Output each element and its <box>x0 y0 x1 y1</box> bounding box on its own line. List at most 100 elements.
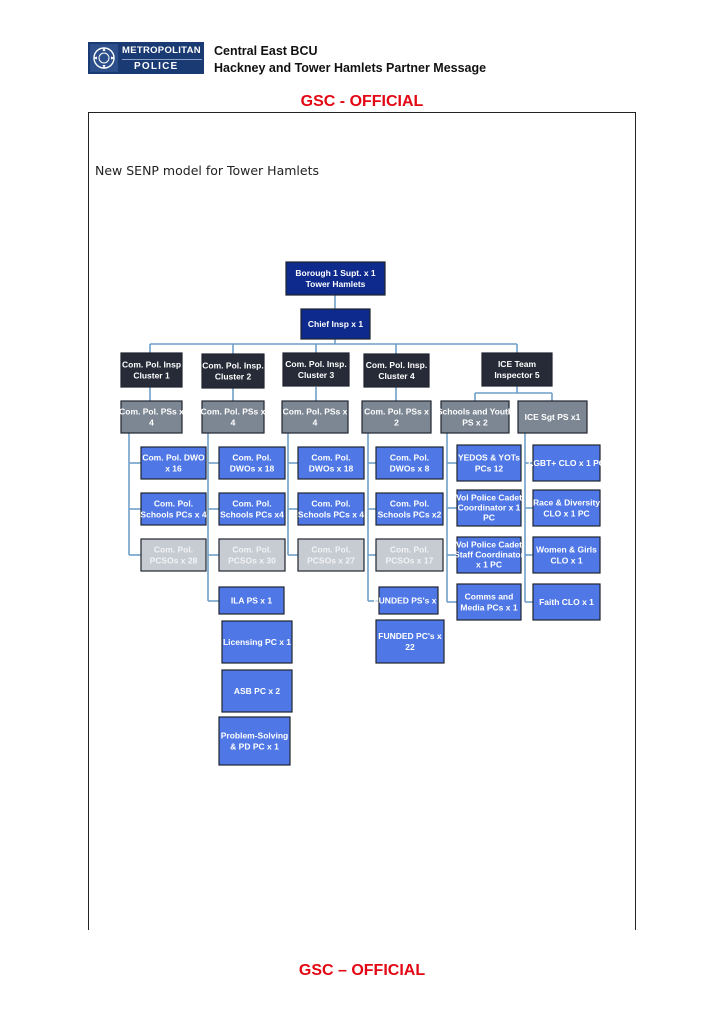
security-marking-top: GSC - OFFICIAL <box>300 93 424 110</box>
org-node-label: Women & Girls <box>536 544 597 554</box>
org-node-label: PS x 2 <box>462 418 488 428</box>
org-node-box <box>140 538 207 572</box>
org-node-label: DWOs x 8 <box>390 464 430 474</box>
org-node-faith: Faith CLO x 1 <box>532 583 601 621</box>
org-node-label: DWOs x 18 <box>309 464 354 474</box>
org-node-box <box>532 536 601 574</box>
org-node-box <box>221 620 293 664</box>
org-node-box <box>378 586 439 615</box>
org-node-label: PCs 12 <box>475 464 504 474</box>
org-node-label: Borough 1 Supt. x 1 <box>295 268 376 278</box>
org-node-box <box>218 716 291 766</box>
bcu-title: Central East BCU <box>214 44 318 58</box>
org-node-label: Vol Police Cadet <box>456 539 522 549</box>
org-node-asb: ASB PC x 2 <box>221 669 293 713</box>
org-node-label: FUNDED PC's x <box>378 631 442 641</box>
org-node-box <box>361 400 432 434</box>
org-node-box <box>363 353 430 388</box>
org-node-c4: Com. Pol. Insp.Cluster 4 <box>363 353 430 388</box>
org-node-label: CLO x 1 PC <box>543 509 589 519</box>
org-node-label: Com. Pol. Insp. <box>366 360 427 370</box>
org-node-box <box>517 400 588 434</box>
org-node-label: Com. Pol. <box>390 544 429 554</box>
org-node-box <box>375 446 444 480</box>
org-node-box <box>297 538 365 572</box>
org-node-c3: Com. Pol. Insp.Cluster 3 <box>282 352 350 387</box>
security-marking-bottom: GSC – OFFICIAL <box>298 962 426 979</box>
org-node-label: Com. Pol. <box>390 452 429 462</box>
org-node-box <box>218 492 286 526</box>
org-node-ps1: Com. Pol. PSs x 4 <box>119 400 184 434</box>
org-node-box <box>221 669 293 713</box>
org-node-label: 4 <box>149 418 154 428</box>
org-node-box <box>140 492 207 526</box>
org-node-label: Coordinator x 1 <box>458 503 521 513</box>
org-node-label: Cluster 3 <box>298 370 335 380</box>
org-node-box <box>282 352 350 387</box>
org-node-box <box>532 583 601 621</box>
org-node-chief: Chief Insp x 1 <box>300 308 371 340</box>
chart-title: New SENP model for Tower Hamlets <box>95 163 319 178</box>
org-node-c2: Com. Pol. Insp.Cluster 2 <box>201 353 265 389</box>
org-node-dwo2: Com. Pol.DWOs x 18 <box>218 446 286 480</box>
org-node-label: Com. Pol. <box>311 452 350 462</box>
logo-divider <box>122 59 202 60</box>
org-node-fpc: FUNDED PC's x22 <box>375 619 445 664</box>
org-node-label: CLO x 1 <box>550 556 582 566</box>
org-node-label: LGBT+ CLO x 1 PC <box>528 458 605 468</box>
org-node-label: Com. Pol. <box>311 544 350 554</box>
org-node-box <box>120 352 183 388</box>
org-node-pcso1: Com. Pol.PCSOs x 28 <box>140 538 207 572</box>
org-node-label: Com. Pol. PSs x <box>283 406 348 416</box>
org-node-prob: Problem-Solving& PD PC x 1 <box>218 716 291 766</box>
org-node-icesgt: ICE Sgt PS x1 <box>517 400 588 434</box>
org-node-box <box>120 400 183 434</box>
org-node-label: x 1 PC <box>476 560 502 570</box>
org-node-label: Licensing PC x 1 <box>223 637 291 647</box>
org-node-label: Chief Insp x 1 <box>308 319 364 329</box>
met-police-logo: METROPOLITAN POLICE <box>88 42 204 74</box>
org-node-label: 2 <box>394 418 399 428</box>
org-node-box <box>218 446 286 480</box>
org-node-label: ILA PS x 1 <box>231 595 273 605</box>
org-node-label: Schools and Youth <box>437 406 513 416</box>
org-node-label: Tower Hamlets <box>306 279 366 289</box>
org-node-label: PCSOs x 27 <box>307 556 355 566</box>
org-node-box <box>456 583 522 621</box>
org-node-label: PCSOs x 17 <box>386 556 434 566</box>
org-node-label: Com. Pol. <box>311 498 350 508</box>
org-node-label: Com. Pol. Insp <box>122 359 181 369</box>
org-node-sch3: Com. Pol.Schools PCs x 4 <box>297 492 365 526</box>
org-node-label: Schools PCs x4 <box>220 510 284 520</box>
org-node-label: YEDOS & YOTs <box>458 452 520 462</box>
org-node-label: Vol Police Cadet <box>456 492 522 502</box>
org-node-label: Com. Pol. <box>390 498 429 508</box>
org-node-label: Com. Pol. PSs x <box>119 406 184 416</box>
org-node-label: DWOs x 18 <box>230 464 275 474</box>
org-node-label: 4 <box>231 418 236 428</box>
org-node-sch2: Com. Pol.Schools PCs x4 <box>218 492 286 526</box>
org-node-pcso3: Com. Pol. PCSOs x 27 <box>297 538 365 572</box>
org-node-label: Com. Pol. PSs x <box>364 406 429 416</box>
org-node-dwo3: Com. Pol. DWOs x 18 <box>297 446 365 480</box>
org-node-box <box>297 446 365 480</box>
org-node-label: Race & Diversity <box>533 497 600 507</box>
org-node-pcso2: Com. Pol.PCSOs x 30 <box>218 538 286 572</box>
org-node-box <box>440 400 510 434</box>
org-node-label: Inspector 5 <box>494 370 540 380</box>
logo-text-metropolitan: METROPOLITAN <box>122 45 201 56</box>
org-node-box <box>285 261 386 296</box>
org-node-label: PCSOs x 28 <box>150 556 198 566</box>
partner-message-title: Hackney and Tower Hamlets Partner Messag… <box>214 61 487 75</box>
org-node-label: Com. Pol. Insp. <box>285 359 346 369</box>
